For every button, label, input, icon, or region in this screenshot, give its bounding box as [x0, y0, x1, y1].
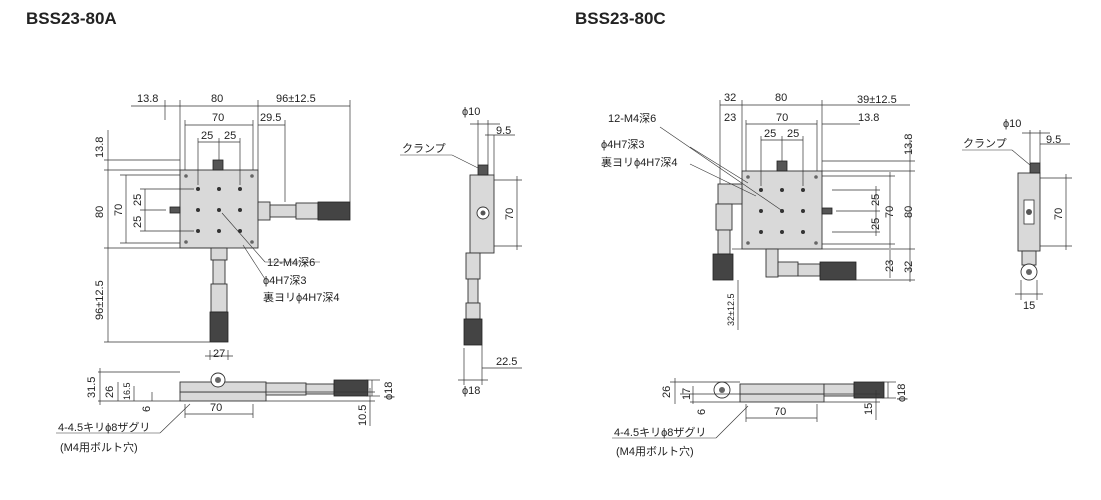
note-bolt-holes-a: 4-4.5キリϕ8ザグリ	[58, 420, 150, 434]
clamp-label-c: クランプ	[963, 137, 1007, 150]
front-view-c: 26 17 6 70 15 ϕ18 4-4.5キリϕ8ザグリ (M4用ボルト穴)	[612, 378, 908, 458]
note-tapped-holes-a: 12-M4深6	[267, 256, 315, 269]
dim-29-5: 29.5	[260, 112, 281, 124]
dim-39-c: 39±12.5	[857, 94, 897, 106]
side-dim-70-c: 70	[1053, 208, 1065, 220]
micrometer-x-a	[257, 201, 351, 221]
dim-25a-c: 25	[764, 128, 776, 140]
top-view-c: 32 80 39±12.5 23 70 13.8 25 25 13.8 70 8	[601, 92, 915, 330]
micrometer-x-c	[765, 248, 857, 281]
note-bolt-size-a: (M4用ボルト穴)	[60, 440, 138, 454]
side-dim-phi10-c: ϕ10	[1003, 118, 1021, 130]
micrometer-y-a	[209, 247, 229, 343]
base-plate-c	[739, 393, 825, 403]
side-dim-22-5-a: 22.5	[496, 356, 517, 368]
dim-6: 6	[141, 406, 153, 412]
mount-holes-c	[746, 175, 818, 245]
side-view-a: ϕ10 9.5 クランプ 70 22.5 ϕ18	[400, 106, 522, 397]
dim-25a: 25	[201, 130, 213, 142]
side-dim-15-c: 15	[1023, 300, 1035, 312]
note-back-pin-hole-c: 裏ヨリϕ4H7深4	[601, 155, 677, 169]
note-tapped-holes-c: 12-M4深6	[608, 112, 656, 125]
dim-80-c: 80	[775, 92, 787, 104]
clamp-label-a: クランプ	[402, 142, 446, 155]
dim-phi18-a: ϕ18	[383, 382, 395, 400]
note-bolt-size-c: (M4用ボルト穴)	[616, 444, 694, 458]
dim-6-c: 6	[696, 409, 708, 415]
vdim-25a-c: 25	[870, 194, 882, 206]
vdim-13-8-c: 13.8	[903, 134, 915, 155]
dim-70-bottom: 70	[210, 402, 222, 414]
vdim-70-c: 70	[884, 206, 896, 218]
note-bolt-holes-c: 4-4.5キリϕ8ザグリ	[614, 425, 706, 439]
dim-25b-c: 25	[787, 128, 799, 140]
vdim-70: 70	[113, 204, 125, 216]
dim-32-c: 32	[724, 92, 736, 104]
dim-70: 70	[212, 112, 224, 124]
micrometer-y-c	[712, 183, 743, 281]
note-pin-hole-c: ϕ4H7深3	[601, 138, 644, 151]
vdim-13-8: 13.8	[94, 137, 106, 158]
dim-16-5: 16.5	[122, 382, 132, 400]
dim-25b: 25	[224, 130, 236, 142]
dim-80: 80	[211, 93, 223, 105]
dim-13-8: 13.8	[137, 93, 158, 105]
vdim-96: 96±12.5	[94, 280, 106, 320]
base-plate-a	[179, 391, 267, 402]
dim-phi18-c: ϕ18	[896, 384, 908, 402]
vdim-32pm-c: 32±12.5	[726, 294, 736, 326]
dim-26-c: 26	[661, 386, 673, 398]
note-back-pin-hole-a: 裏ヨリϕ4H7深4	[263, 290, 339, 304]
side-dim-70-a: 70	[504, 208, 516, 220]
dim-23-c: 23	[724, 112, 736, 124]
side-view-c: ϕ10 9.5 クランプ 70 15	[962, 118, 1072, 312]
vdim-80-c: 80	[903, 206, 915, 218]
side-dim-phi10-a: ϕ10	[462, 106, 480, 118]
vdim-32-c: 32	[903, 261, 915, 273]
dim-17-c: 17	[681, 388, 693, 400]
dim-13-8-c: 13.8	[858, 112, 879, 124]
side-dim-9-5-a: 9.5	[496, 125, 511, 137]
vdim-25b-c: 25	[870, 218, 882, 230]
front-view-a: ϕ18 31.5 26 16.5 6 70 10.5 4-4.5キリϕ8ザグリ …	[56, 368, 395, 454]
dim-10-5: 10.5	[357, 405, 369, 426]
vdim-80: 80	[94, 206, 106, 218]
side-dim-phi18-a: ϕ18	[462, 385, 480, 397]
dim-27: 27	[213, 348, 225, 360]
dim-96: 96±12.5	[276, 93, 316, 105]
mount-holes-a	[184, 174, 254, 244]
note-pin-hole-a: ϕ4H7深3	[263, 274, 306, 287]
vdim-25b: 25	[132, 216, 144, 228]
dim-70-bottom-c: 70	[774, 406, 786, 418]
top-view-a: 13.8 80 96±12.5 70 29.5 25 25 13.8 80 70…	[94, 93, 351, 360]
dim-31-5: 31.5	[86, 377, 98, 398]
model-title-c: BSS23-80C	[575, 9, 666, 28]
dim-26: 26	[104, 386, 116, 398]
vdim-23-c: 23	[884, 260, 896, 272]
dim-70-c: 70	[776, 112, 788, 124]
model-title-a: BSS23-80A	[26, 9, 117, 28]
vdim-25a: 25	[132, 194, 144, 206]
side-dim-9-5-c: 9.5	[1046, 134, 1061, 146]
clamp-knob-a	[212, 159, 224, 171]
dim-15-c: 15	[863, 403, 875, 415]
